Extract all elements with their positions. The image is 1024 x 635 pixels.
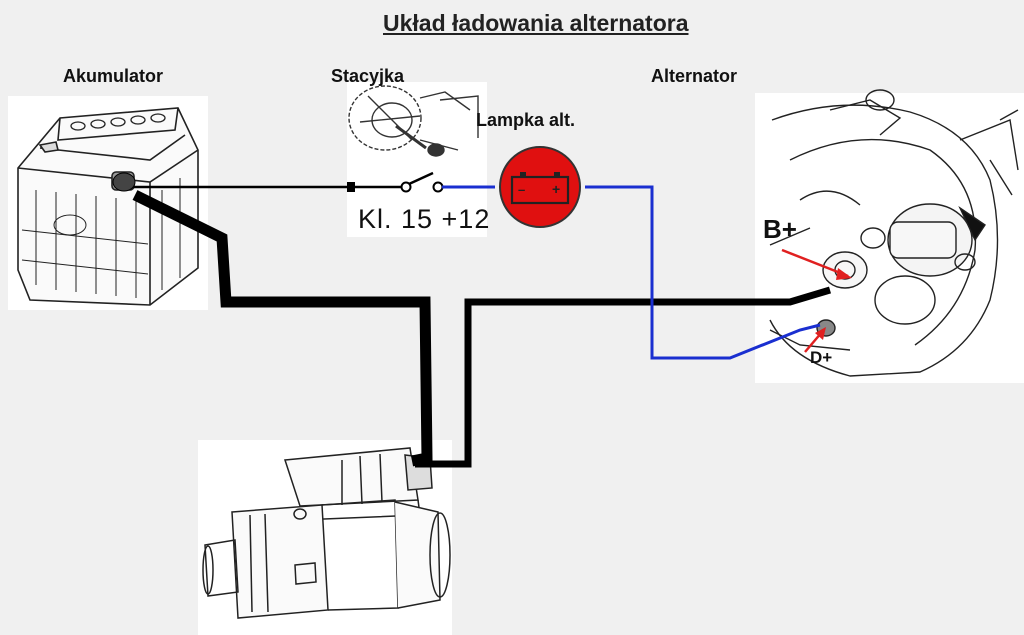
lamp-plus-symbol: + — [552, 181, 560, 197]
battery-icon — [17, 107, 199, 306]
switch-panel — [347, 82, 487, 237]
bplus-terminal-label: B+ — [763, 214, 797, 244]
battery-main-cable — [132, 190, 433, 467]
charge-lamp-label: Lampka alt. — [476, 110, 576, 130]
battery-label: Akumulator — [63, 66, 164, 86]
bplus-arrow — [781, 248, 852, 280]
switch-contact-right — [432, 181, 444, 193]
battery-positive-terminal — [112, 172, 136, 192]
switch-blade — [408, 171, 434, 186]
alternator-label: Alternator — [651, 66, 738, 86]
ignition-key-icon — [348, 85, 479, 157]
charge-lamp-wire — [442, 185, 821, 360]
switch-contact-pivot — [400, 181, 412, 193]
ignition-switch-label: Stacyjka — [331, 66, 405, 86]
terminal-note-label: Kl. 15 +12 — [358, 204, 491, 234]
diagram-title: Układ ładowania alternatora — [383, 10, 689, 36]
dplus-terminal-label: D+ — [810, 348, 833, 367]
charge-lamp-icon — [499, 146, 581, 228]
lamp-minus-symbol: – — [518, 182, 525, 197]
switch-contact-left — [347, 182, 355, 192]
dplus-arrow — [804, 327, 826, 353]
alternator-icon — [769, 89, 1019, 377]
starter-motor-icon — [202, 447, 451, 619]
alternator-bplus-cable — [415, 286, 832, 468]
